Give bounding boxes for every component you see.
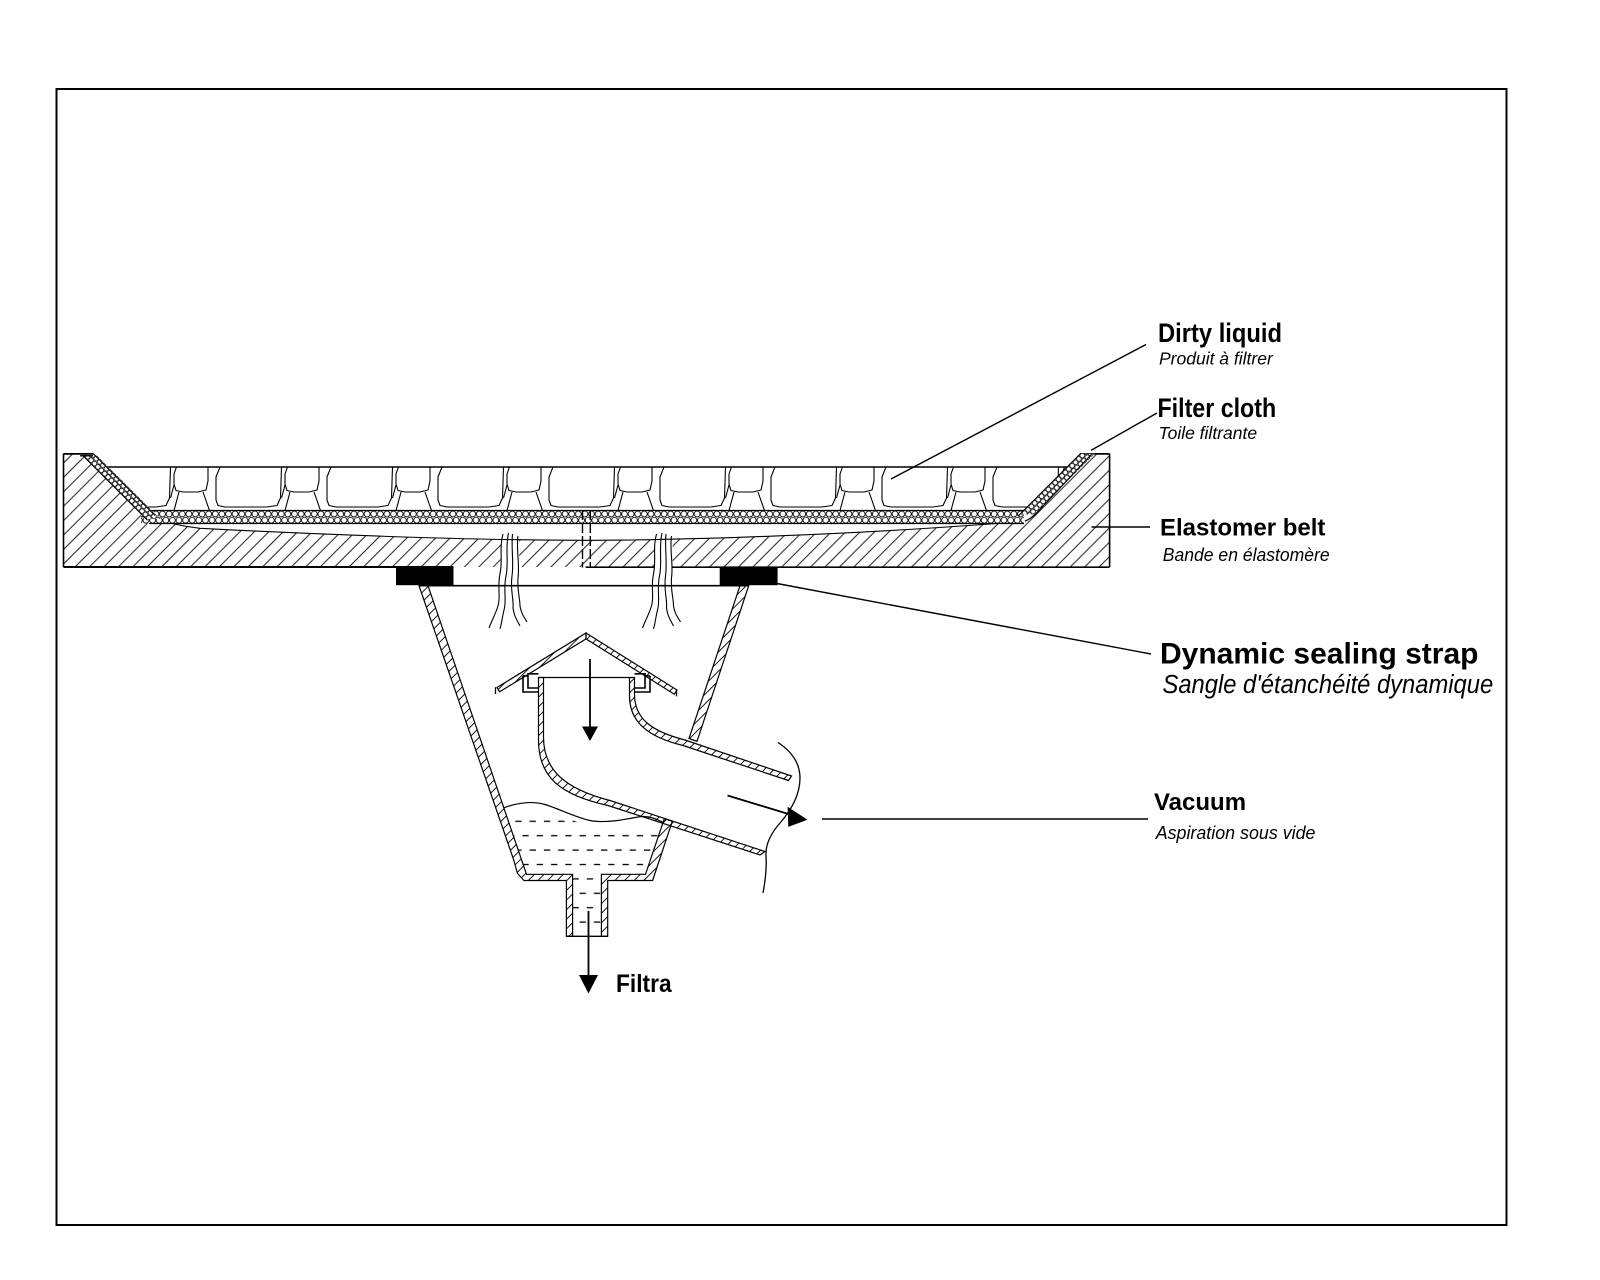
- svg-text:Toile filtrante: Toile filtrante: [1159, 423, 1258, 443]
- svg-text:Vacuum: Vacuum: [1154, 789, 1246, 816]
- svg-text:Aspiration sous vide: Aspiration sous vide: [1155, 822, 1316, 844]
- svg-text:Produit à filtrer: Produit à filtrer: [1159, 349, 1274, 369]
- svg-text:Dirty liquid: Dirty liquid: [1158, 319, 1282, 349]
- svg-text:Sangle d'étanchéité dynamique: Sangle d'étanchéité dynamique: [1163, 670, 1494, 699]
- svg-text:Bande en élastomère: Bande en élastomère: [1163, 545, 1330, 565]
- svg-text:Elastomer belt: Elastomer belt: [1160, 515, 1325, 542]
- svg-text:Filter cloth: Filter cloth: [1158, 393, 1277, 423]
- svg-text:Dynamic sealing strap: Dynamic sealing strap: [1160, 637, 1478, 670]
- svg-text:Filtra: Filtra: [616, 970, 672, 998]
